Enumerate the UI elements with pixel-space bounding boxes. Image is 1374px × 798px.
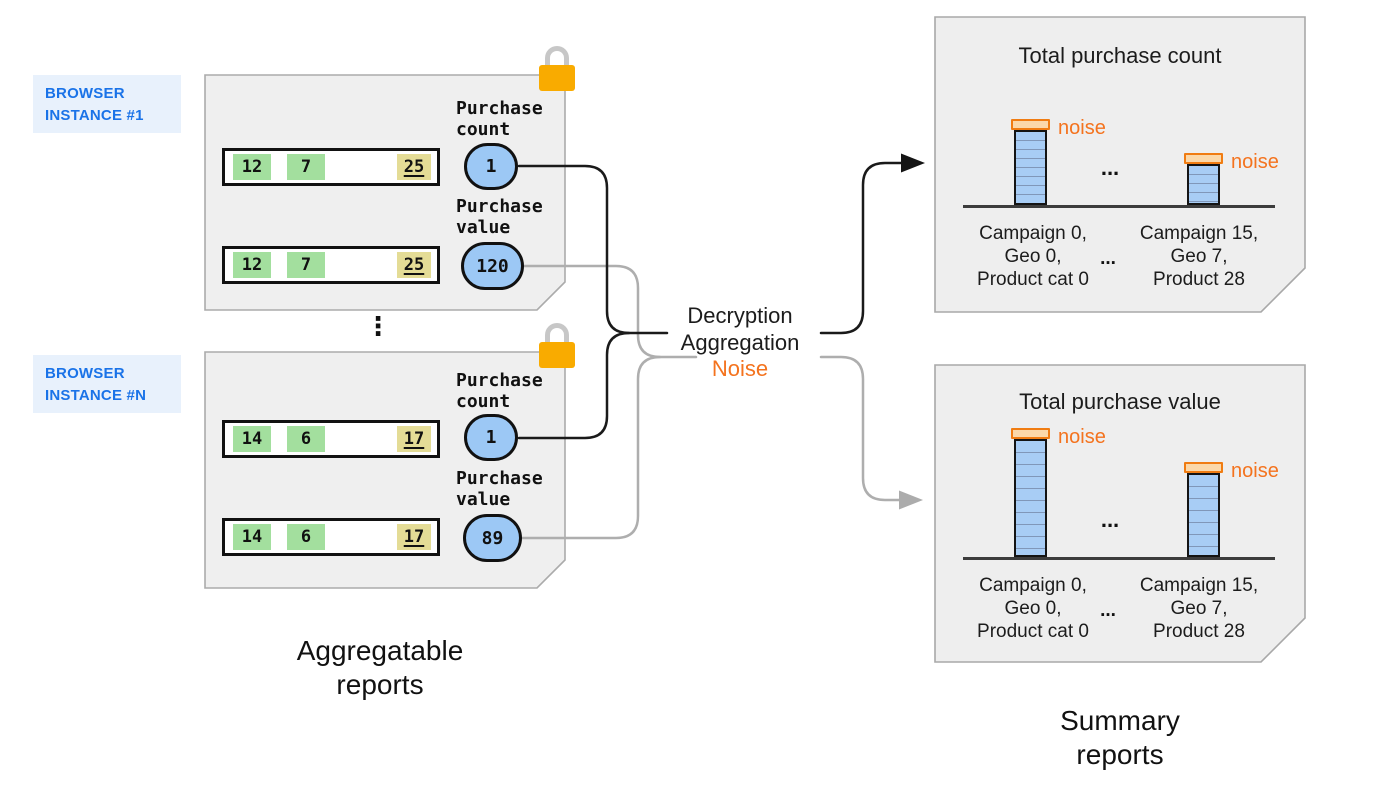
- process-step-noise: Noise: [711, 356, 769, 381]
- bucket-value: 7: [287, 154, 325, 180]
- bar-fill: [1187, 164, 1220, 205]
- noise-label: noise: [1058, 117, 1106, 139]
- vertical-ellipsis: ⋮: [365, 311, 391, 341]
- summary-reports-caption: Summary reports: [1060, 705, 1180, 770]
- purchase-count-bubble: 1: [464, 143, 518, 190]
- bucket-value: 6: [287, 426, 325, 452]
- bar-with-noise: [1011, 119, 1050, 205]
- bucket-value-highlighted: 17: [397, 426, 431, 452]
- summary-panel-count: Total purchase count noise noise ... Cam…: [935, 17, 1305, 312]
- summary-panel-title: Total purchase value: [1019, 389, 1221, 414]
- bucket-key-label: Campaign 0, Geo 0, Product cat 0: [977, 223, 1089, 290]
- bucket-value: 6: [287, 524, 325, 550]
- histogram-row: 14 6 17: [222, 518, 440, 556]
- bars-ellipsis: ...: [1100, 507, 1120, 532]
- lock-icon: [539, 323, 575, 368]
- bucket-key-label: Campaign 15, Geo 7, Product 28: [1139, 223, 1259, 290]
- labels-ellipsis: ...: [1100, 248, 1116, 269]
- purchase-count-label: Purchase count: [456, 370, 543, 412]
- purchase-count-label: Purchase count: [456, 98, 543, 140]
- value-arrowhead: [899, 490, 923, 510]
- bar-with-noise: [1184, 153, 1223, 205]
- value-connector-lines: [520, 264, 901, 540]
- bar-chart: noise noise ...: [963, 365, 1279, 560]
- bucket-value-highlighted: 17: [397, 524, 431, 550]
- bucket-value: 12: [233, 154, 271, 180]
- summary-panel-title: Total purchase count: [1018, 43, 1222, 68]
- count-connector-lines: [517, 161, 903, 440]
- lock-body: [539, 342, 575, 368]
- noise-label: noise: [1231, 151, 1279, 173]
- browser-instance-1-label: BROWSER INSTANCE #1: [33, 75, 181, 133]
- process-step-decryption: Decryption: [687, 303, 793, 328]
- noise-cap: [1011, 428, 1050, 439]
- bucket-value: 12: [233, 252, 271, 278]
- browser-instance-n-label: BROWSER INSTANCE #N: [33, 355, 181, 413]
- noise-cap: [1011, 119, 1050, 130]
- noise-cap: [1184, 462, 1223, 473]
- bar-fill: [1014, 439, 1047, 557]
- bar-chart: noise noise ...: [963, 17, 1279, 208]
- bucket-value: 14: [233, 524, 271, 550]
- lock-shackle: [545, 323, 569, 344]
- lock-shackle: [545, 46, 569, 67]
- purchase-value-label: Purchase value: [456, 468, 543, 510]
- bar-fill: [1014, 130, 1047, 205]
- noise-label: noise: [1058, 426, 1106, 448]
- count-arrowhead: [901, 153, 925, 173]
- summary-panel-value: Total purchase value noise noise ... Cam…: [935, 365, 1305, 662]
- purchase-value-label: Purchase value: [456, 196, 543, 238]
- bucket-value-highlighted: 25: [397, 252, 431, 278]
- bar-with-noise: [1184, 462, 1223, 557]
- lock-icon: [539, 46, 575, 91]
- purchase-value-bubble: 120: [461, 242, 524, 290]
- bucket-value-highlighted: 25: [397, 154, 431, 180]
- labels-ellipsis: ...: [1100, 600, 1116, 621]
- noise-label: noise: [1231, 460, 1279, 482]
- bucket-value: 7: [287, 252, 325, 278]
- process-steps: Decryption Aggregation Noise: [652, 303, 828, 383]
- process-step-aggregation: Aggregation: [680, 329, 800, 355]
- purchase-count-bubble: 1: [464, 414, 518, 461]
- bar-fill: [1187, 473, 1220, 557]
- noise-cap: [1184, 153, 1223, 164]
- histogram-row: 12 7 25: [222, 148, 440, 186]
- bucket-key-label: Campaign 0, Geo 0, Product cat 0: [977, 575, 1089, 642]
- bucket-value: 14: [233, 426, 271, 452]
- histogram-row: 14 6 17: [222, 420, 440, 458]
- bucket-key-label: Campaign 15, Geo 7, Product 28: [1139, 575, 1259, 642]
- histogram-row: 12 7 25: [222, 246, 440, 284]
- bars-ellipsis: ...: [1100, 155, 1120, 180]
- bar-with-noise: [1011, 428, 1050, 557]
- purchase-value-bubble: 89: [463, 514, 522, 562]
- summary-panel-1-shape: [934, 16, 1306, 313]
- lock-body: [539, 65, 575, 91]
- aggregatable-reports-caption: Aggregatable reports: [296, 635, 464, 700]
